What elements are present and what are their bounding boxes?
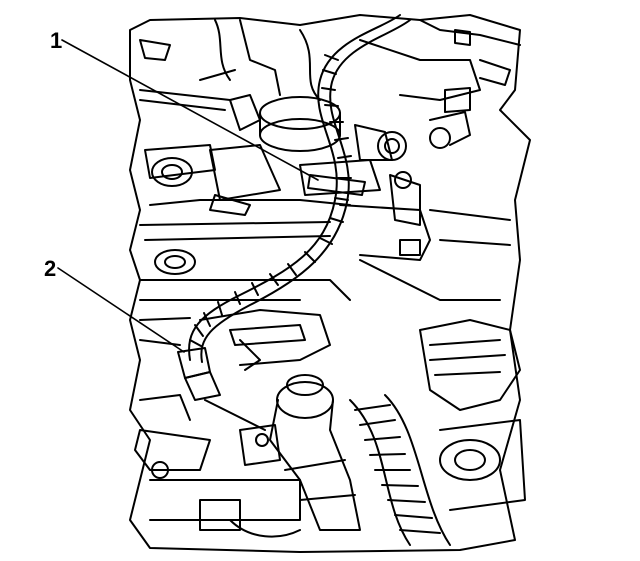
lower-components [134,309,526,546]
leader-lines [57,39,319,353]
callout-number-2: 2 [44,256,57,281]
leader-line-2 [57,267,185,353]
leader-line-1 [61,39,319,181]
callout-number-1: 1 [50,28,63,53]
block-ribs [139,144,511,346]
upper-components [139,19,521,161]
engine-block-outline [129,14,531,553]
vacuum-hose [177,14,411,431]
